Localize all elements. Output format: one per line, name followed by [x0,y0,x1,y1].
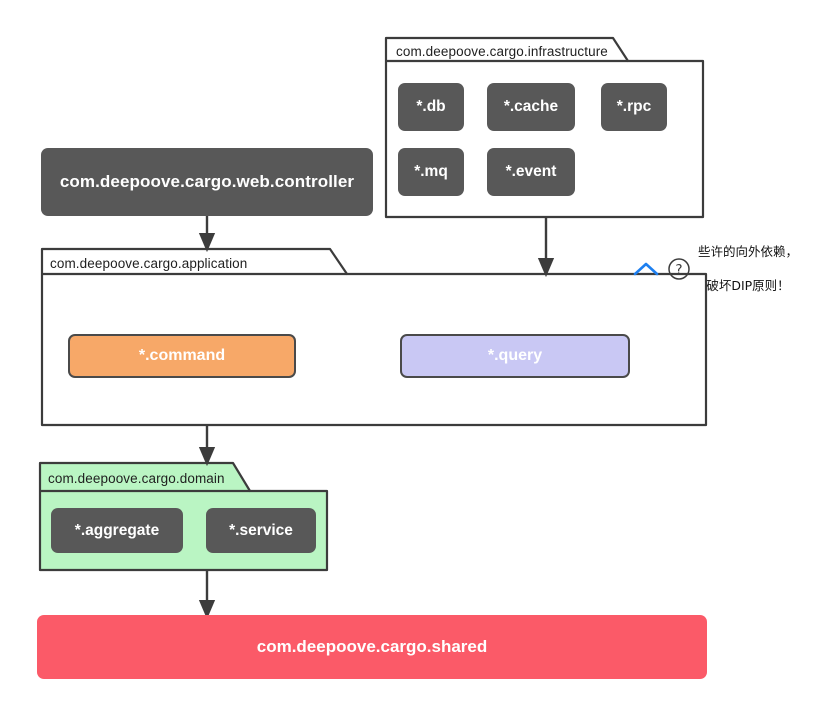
node-infrastructure-rpc[interactable]: *.rpc [601,83,667,131]
node-domain-service[interactable]: *.service [206,508,316,553]
package-label-domain: com.deepoove.cargo.domain [48,471,225,486]
node-web-controller[interactable]: com.deepoove.cargo.web.controller [41,148,373,216]
node-infrastructure-db[interactable]: *.db [398,83,464,131]
node-application-query[interactable]: *.query [400,334,630,378]
node-application-command[interactable]: *.command [68,334,296,378]
annotation-text-line2: 破坏DIP原则！ [706,278,790,293]
package-label-infrastructure: com.deepoove.cargo.infrastructure [396,44,608,59]
chevron-up-icon [633,262,659,275]
question-mark-circle-icon[interactable]: ? [667,257,691,281]
package-label-application: com.deepoove.cargo.application [50,256,248,271]
node-infrastructure-mq[interactable]: *.mq [398,148,464,196]
node-infrastructure-event[interactable]: *.event [487,148,575,196]
node-shared[interactable]: com.deepoove.cargo.shared [37,615,707,679]
node-domain-aggregate[interactable]: *.aggregate [51,508,183,553]
annotation-dip-violation: ? 些许的向外依赖， 破坏DIP原则！ [632,226,798,311]
svg-text:?: ? [675,262,682,278]
annotation-text-line1: 些许的向外依赖， [698,244,799,259]
node-infrastructure-cache[interactable]: *.cache [487,83,575,131]
package-outline-application [40,247,708,427]
annotation-text: 些许的向外依赖， 破坏DIP原则！ [698,226,798,311]
